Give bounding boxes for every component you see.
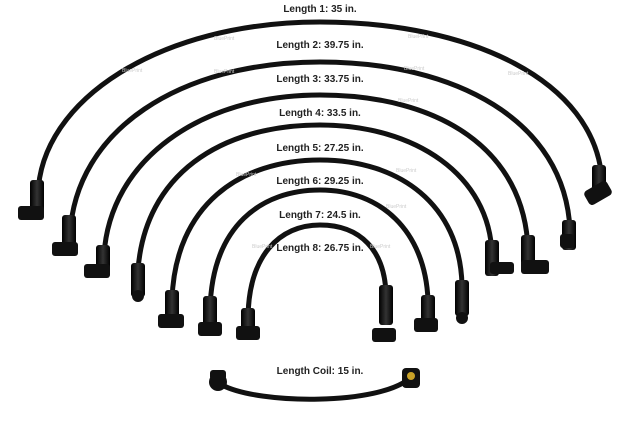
boot-right xyxy=(379,285,393,325)
boot-left xyxy=(62,215,76,247)
wire-5-label: Length 5: 27.25 in. xyxy=(276,143,364,154)
wire-7-label: Length 7: 24.5 in. xyxy=(279,210,361,221)
brand-marks: BluePrint BluePrint BluePrint BluePrint … xyxy=(122,34,529,250)
wire-6 xyxy=(198,187,438,336)
boot-tip-left xyxy=(236,326,260,340)
brand-mark: BluePrint xyxy=(404,66,425,72)
boot-right xyxy=(521,235,535,265)
wire-1 xyxy=(18,19,612,220)
boot-tip-right xyxy=(490,262,514,274)
coil-wire-label: Length Coil: 15 in. xyxy=(276,366,364,377)
boot-tip-right xyxy=(560,234,574,248)
boot-tip-right xyxy=(414,318,438,332)
brand-mark: BluePrint xyxy=(408,34,429,40)
coil-wire xyxy=(209,368,420,402)
coil-terminal xyxy=(407,372,415,380)
boot-left xyxy=(165,290,179,320)
wire-7 xyxy=(236,222,396,342)
wire-3-label: Length 3: 33.75 in. xyxy=(276,74,364,85)
wire-5 xyxy=(158,157,469,328)
wire-2-label: Length 2: 39.75 in. xyxy=(276,40,364,51)
brand-mark: BluePrint xyxy=(398,98,419,104)
wire-2 xyxy=(52,59,576,256)
brand-mark: BluePrint xyxy=(122,68,143,74)
boot-tip-left xyxy=(84,264,110,278)
boot-left xyxy=(131,263,145,297)
brand-mark: BluePrint xyxy=(508,71,529,77)
boot-tip-left xyxy=(158,314,184,328)
boot-tip-right xyxy=(584,181,612,205)
wire-4-label: Length 4: 33.5 in. xyxy=(279,108,361,119)
boot-tip-left xyxy=(52,242,78,256)
boot-tip-left xyxy=(198,322,222,336)
brand-mark: BluePrint xyxy=(370,244,391,250)
wire-6-label: Length 6: 29.25 in. xyxy=(276,176,364,187)
boot-tip-left xyxy=(132,290,144,302)
boot-tip-right xyxy=(372,328,396,342)
boot-tip-left xyxy=(18,206,44,220)
boot-right xyxy=(455,280,469,316)
boot-left xyxy=(30,180,44,212)
boot-tip-right xyxy=(521,260,549,274)
brand-mark: BluePrint xyxy=(214,36,235,42)
wire-8-label: Length 8: 26.75 in. xyxy=(276,243,364,254)
brand-mark: BluePrint xyxy=(214,69,235,75)
brand-mark: BluePrint xyxy=(236,172,257,178)
brand-mark: BluePrint xyxy=(396,168,417,174)
wire-3 xyxy=(84,92,549,278)
coil-boot-left-tip xyxy=(210,370,226,380)
wire-4 xyxy=(131,122,514,302)
brand-mark: BluePrint xyxy=(386,204,407,210)
boot-left xyxy=(203,296,217,326)
wire-1-label: Length 1: 35 in. xyxy=(283,4,357,15)
boot-tip-right xyxy=(456,312,468,324)
brand-mark: BluePrint xyxy=(252,244,273,250)
